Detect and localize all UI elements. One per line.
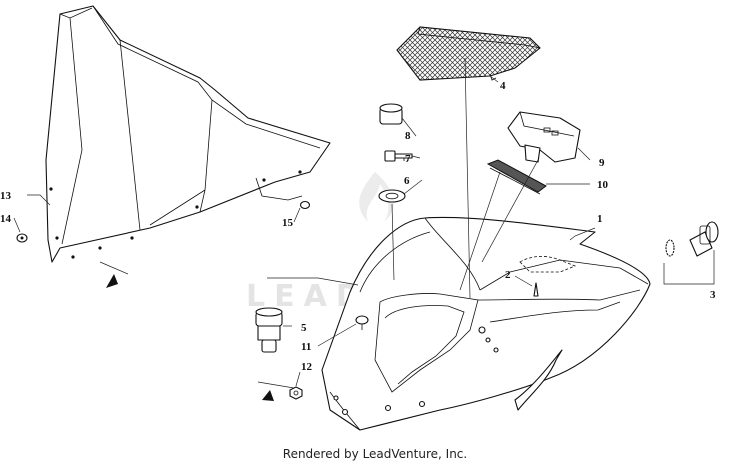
callout-6: 6 bbox=[404, 175, 410, 187]
clip-2 bbox=[533, 282, 539, 297]
render-credit: Rendered by LeadVenture, Inc. bbox=[282, 447, 468, 461]
switch-part bbox=[665, 221, 719, 257]
switch-5-part bbox=[255, 307, 283, 353]
callout-14: 14 bbox=[0, 213, 12, 225]
callout-labels: 1 2 3 4 5 6 7 8 9 10 11 12 13 14 15 bbox=[0, 80, 716, 373]
nut-12 bbox=[289, 386, 303, 400]
callout-11: 11 bbox=[301, 341, 311, 353]
seal-strip-part bbox=[486, 159, 547, 195]
callout-10: 10 bbox=[597, 179, 609, 191]
callout-12: 12 bbox=[301, 361, 313, 373]
callout-7: 7 bbox=[405, 153, 411, 165]
screw-15 bbox=[299, 200, 311, 210]
callout-5: 5 bbox=[301, 322, 307, 334]
callout-8: 8 bbox=[405, 130, 411, 142]
callout-15: 15 bbox=[282, 217, 294, 229]
callout-1: 1 bbox=[597, 213, 603, 225]
callout-3: 3 bbox=[710, 289, 716, 301]
screw-11 bbox=[355, 315, 369, 330]
key-part bbox=[384, 150, 413, 162]
callout-9: 9 bbox=[599, 157, 605, 169]
leader-lines bbox=[13, 57, 715, 387]
key-cap-part bbox=[379, 103, 403, 125]
hood-part bbox=[321, 216, 651, 431]
gauge-housing-part bbox=[507, 111, 581, 163]
screw-14 bbox=[16, 233, 28, 243]
mesh-grille-part bbox=[396, 26, 541, 81]
direction-arrow-bottom bbox=[257, 381, 295, 401]
windshield-part bbox=[45, 5, 331, 263]
callout-13: 13 bbox=[0, 190, 12, 202]
grommet-part bbox=[378, 189, 406, 203]
callout-2: 2 bbox=[505, 269, 511, 281]
callout-4: 4 bbox=[500, 80, 506, 92]
direction-arrow-left bbox=[99, 261, 129, 288]
